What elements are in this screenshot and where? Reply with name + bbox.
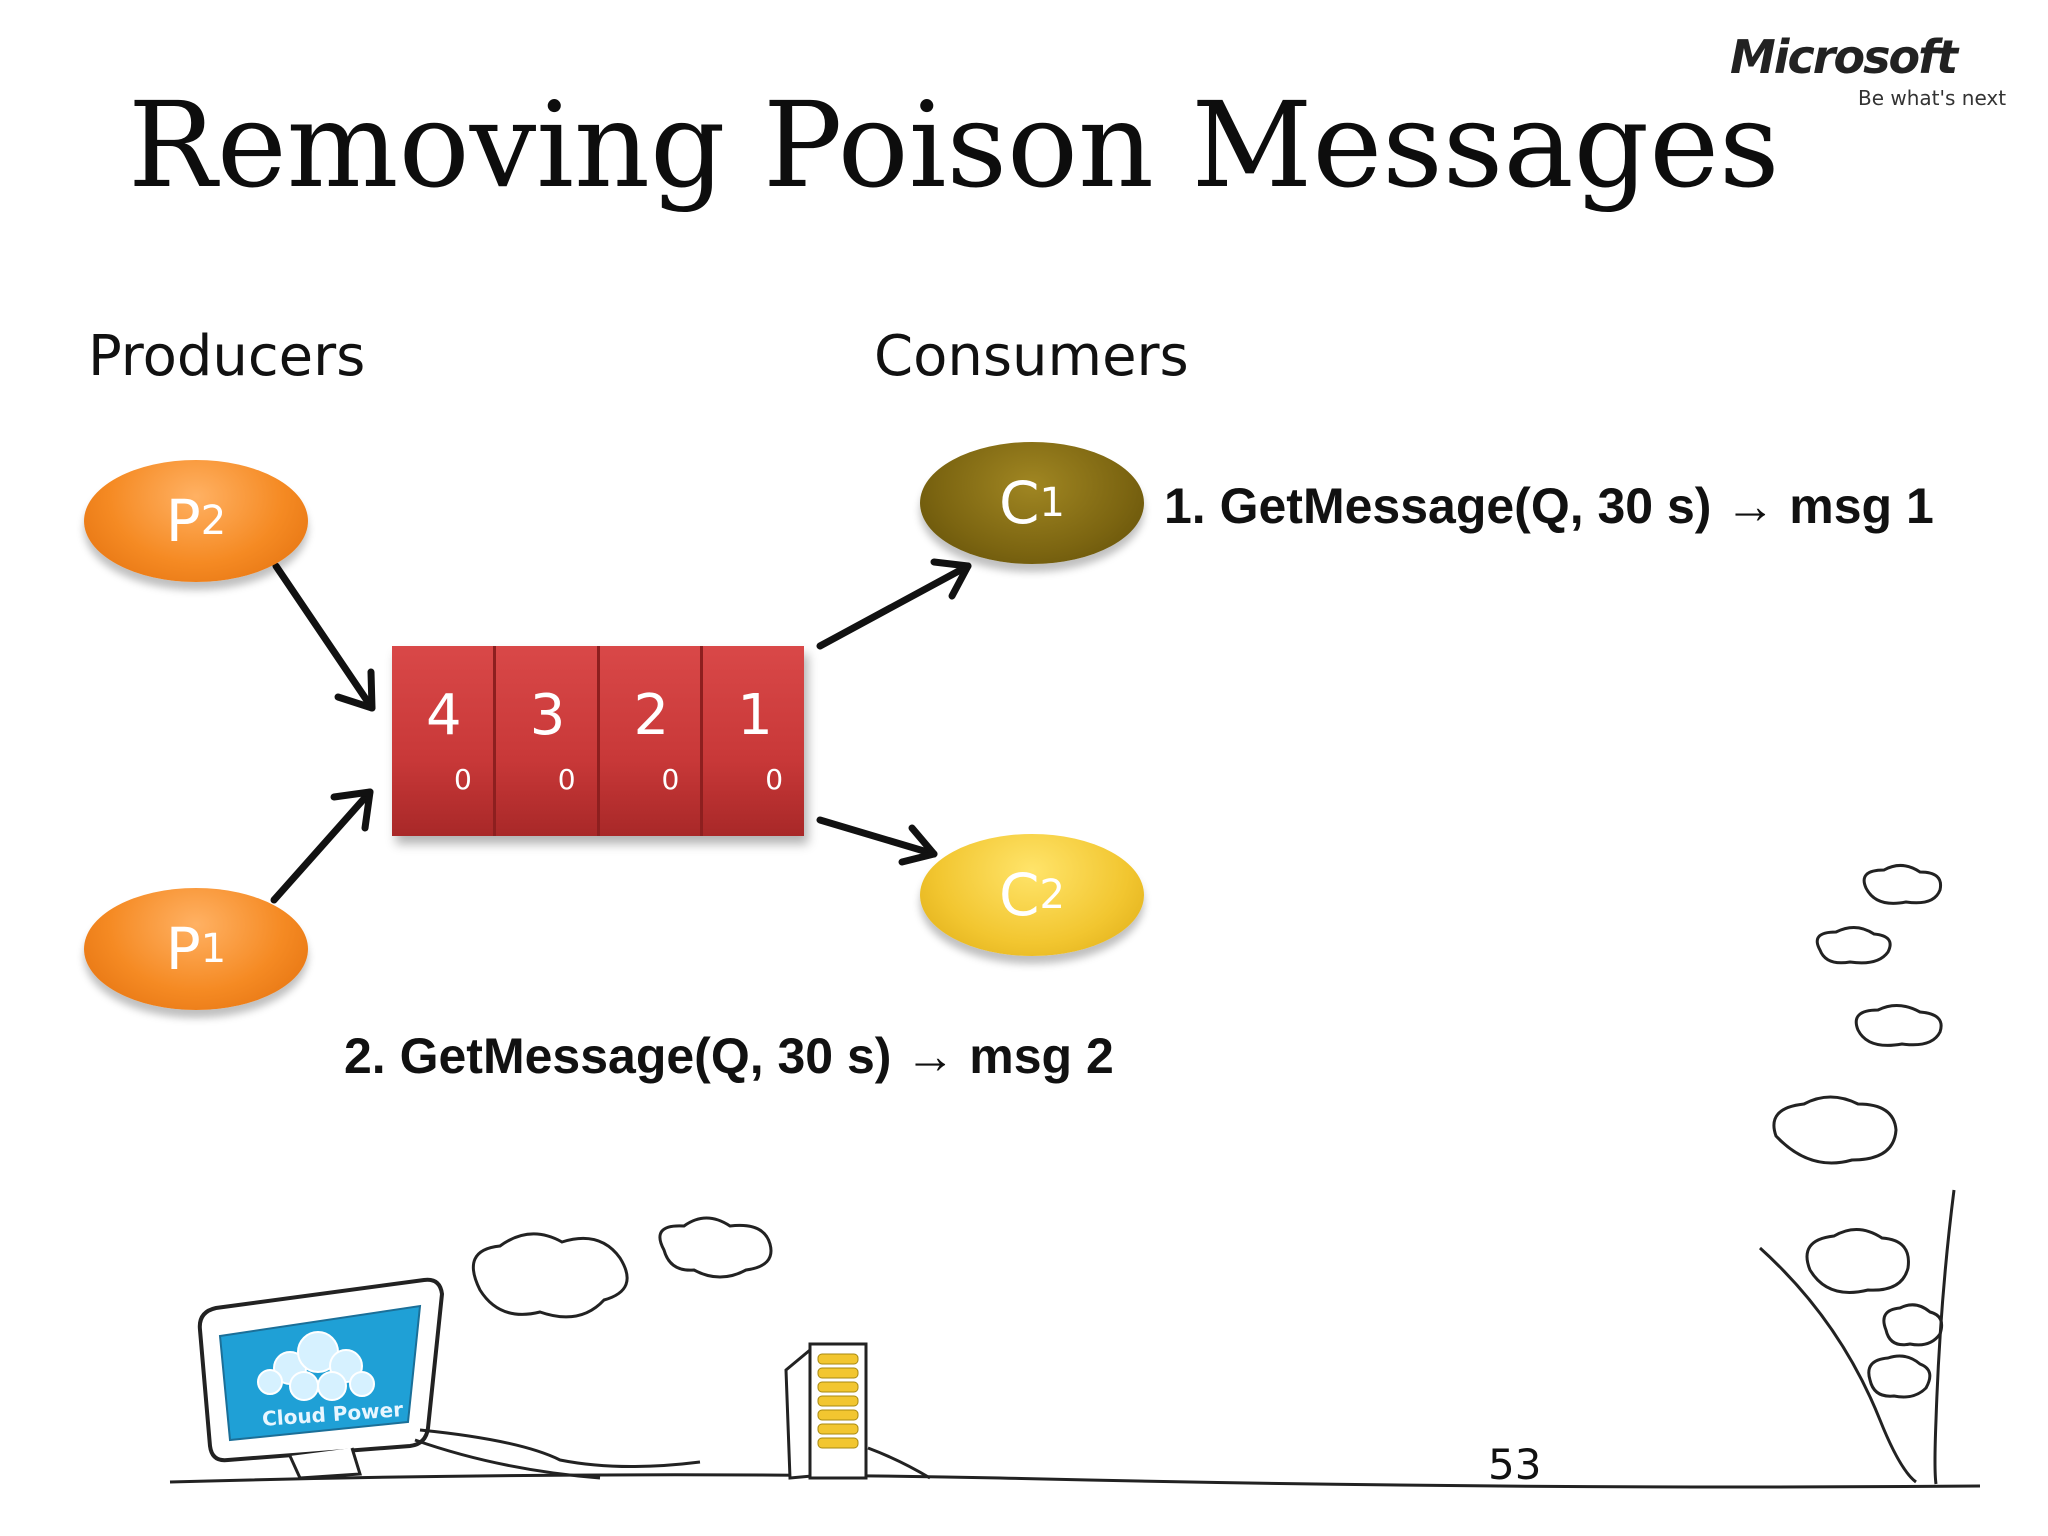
consumer-label: C xyxy=(999,861,1040,929)
dequeue-count: 0 xyxy=(661,763,680,796)
arrow-p1-to-queue xyxy=(270,788,374,904)
message-number: 3 xyxy=(529,683,566,748)
logo-tagline: Be what's next xyxy=(1858,86,2007,110)
cloud-icon xyxy=(1815,926,1892,965)
monitor-icon xyxy=(197,1277,701,1480)
queue-cell: 2 0 xyxy=(599,646,704,836)
consumer-subscript: 1 xyxy=(1039,480,1065,526)
server-icon xyxy=(784,1342,931,1480)
cloud-icon xyxy=(1854,1004,1943,1047)
queue-cell: 3 0 xyxy=(495,646,600,836)
producer-subscript: 1 xyxy=(200,926,227,972)
message-queue: 4 0 3 0 2 0 1 0 xyxy=(392,646,804,836)
producer-subscript: 2 xyxy=(200,498,227,544)
queue-cell: 4 0 xyxy=(392,646,496,836)
get-message-call-2: 2. GetMessage(Q, 30 s) → msg 2 xyxy=(344,1028,1114,1084)
funnel-icon xyxy=(1758,1189,1956,1485)
dequeue-count: 0 xyxy=(454,763,472,796)
dequeue-count: 0 xyxy=(557,763,576,796)
producer-label: P xyxy=(165,487,201,555)
page-number: 53 xyxy=(1488,1440,1542,1489)
cloud-icon xyxy=(1862,864,1943,905)
consumers-label: Consumers xyxy=(874,324,1189,389)
cloud-icon xyxy=(1805,1228,1910,1294)
arrow-p2-to-queue xyxy=(272,562,376,712)
arrow-queue-to-c2 xyxy=(816,816,938,866)
slide-title: Removing Poison Messages xyxy=(128,76,1780,214)
message-number: 1 xyxy=(737,683,773,748)
arrow-queue-to-c1 xyxy=(816,558,972,650)
logo-name: Microsoft xyxy=(1730,30,1958,84)
cloud-icon xyxy=(471,1232,629,1319)
consumer-label: C xyxy=(999,469,1040,537)
message-number: 4 xyxy=(426,683,462,748)
ground-line xyxy=(169,1473,1981,1489)
producer-label: P xyxy=(165,915,201,983)
producers-label: Producers xyxy=(88,324,366,389)
message-number: 2 xyxy=(633,683,670,748)
cloud-icon xyxy=(1867,1354,1932,1399)
get-message-call-1: 1. GetMessage(Q, 30 s) → msg 1 xyxy=(1164,478,1934,534)
microsoft-logo: Microsoft Be what's next xyxy=(1730,30,2010,120)
dequeue-count: 0 xyxy=(765,763,784,796)
consumer-subscript: 2 xyxy=(1039,872,1065,918)
queue-cell: 1 0 xyxy=(703,646,804,836)
cloud-icon xyxy=(1772,1095,1898,1165)
cloud-icon xyxy=(658,1216,773,1279)
